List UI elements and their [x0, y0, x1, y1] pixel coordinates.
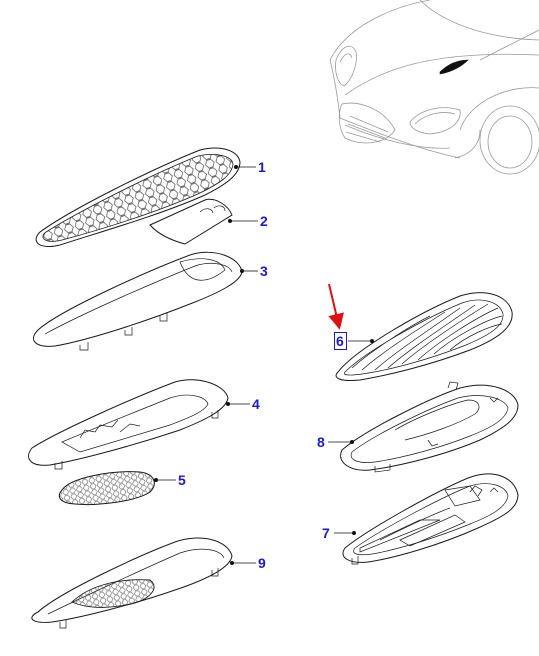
callout-6-highlight-box [334, 332, 347, 350]
leader-lines [154, 165, 374, 565]
part-2-clip-plate [149, 198, 233, 245]
part-9-vent-with-mesh [31, 537, 233, 629]
callout-4[interactable]: 4 [252, 396, 260, 412]
callout-7[interactable]: 7 [322, 525, 330, 541]
part-5-small-mesh [58, 471, 155, 505]
car-inset-illustration [329, 0, 539, 175]
callout-1[interactable]: 1 [258, 159, 266, 175]
callout-9[interactable]: 9 [258, 555, 266, 571]
callout-3[interactable]: 3 [260, 263, 268, 279]
callout-labels: 1 2 3 4 5 9 6 8 7 [178, 159, 344, 571]
part-1-mesh-grille [35, 147, 241, 247]
red-indicator-arrow [328, 283, 344, 330]
part-3-vent-cover [33, 251, 243, 351]
callout-5[interactable]: 5 [178, 472, 186, 488]
callout-2[interactable]: 2 [260, 213, 268, 229]
part-8-inner-frame [340, 381, 519, 473]
callout-6[interactable]: 6 [336, 333, 344, 349]
callout-8[interactable]: 8 [317, 434, 325, 450]
part-7-base-tray [342, 473, 519, 565]
part-6-louvred-vent [335, 292, 513, 381]
part-4-vent-frame [28, 379, 229, 470]
